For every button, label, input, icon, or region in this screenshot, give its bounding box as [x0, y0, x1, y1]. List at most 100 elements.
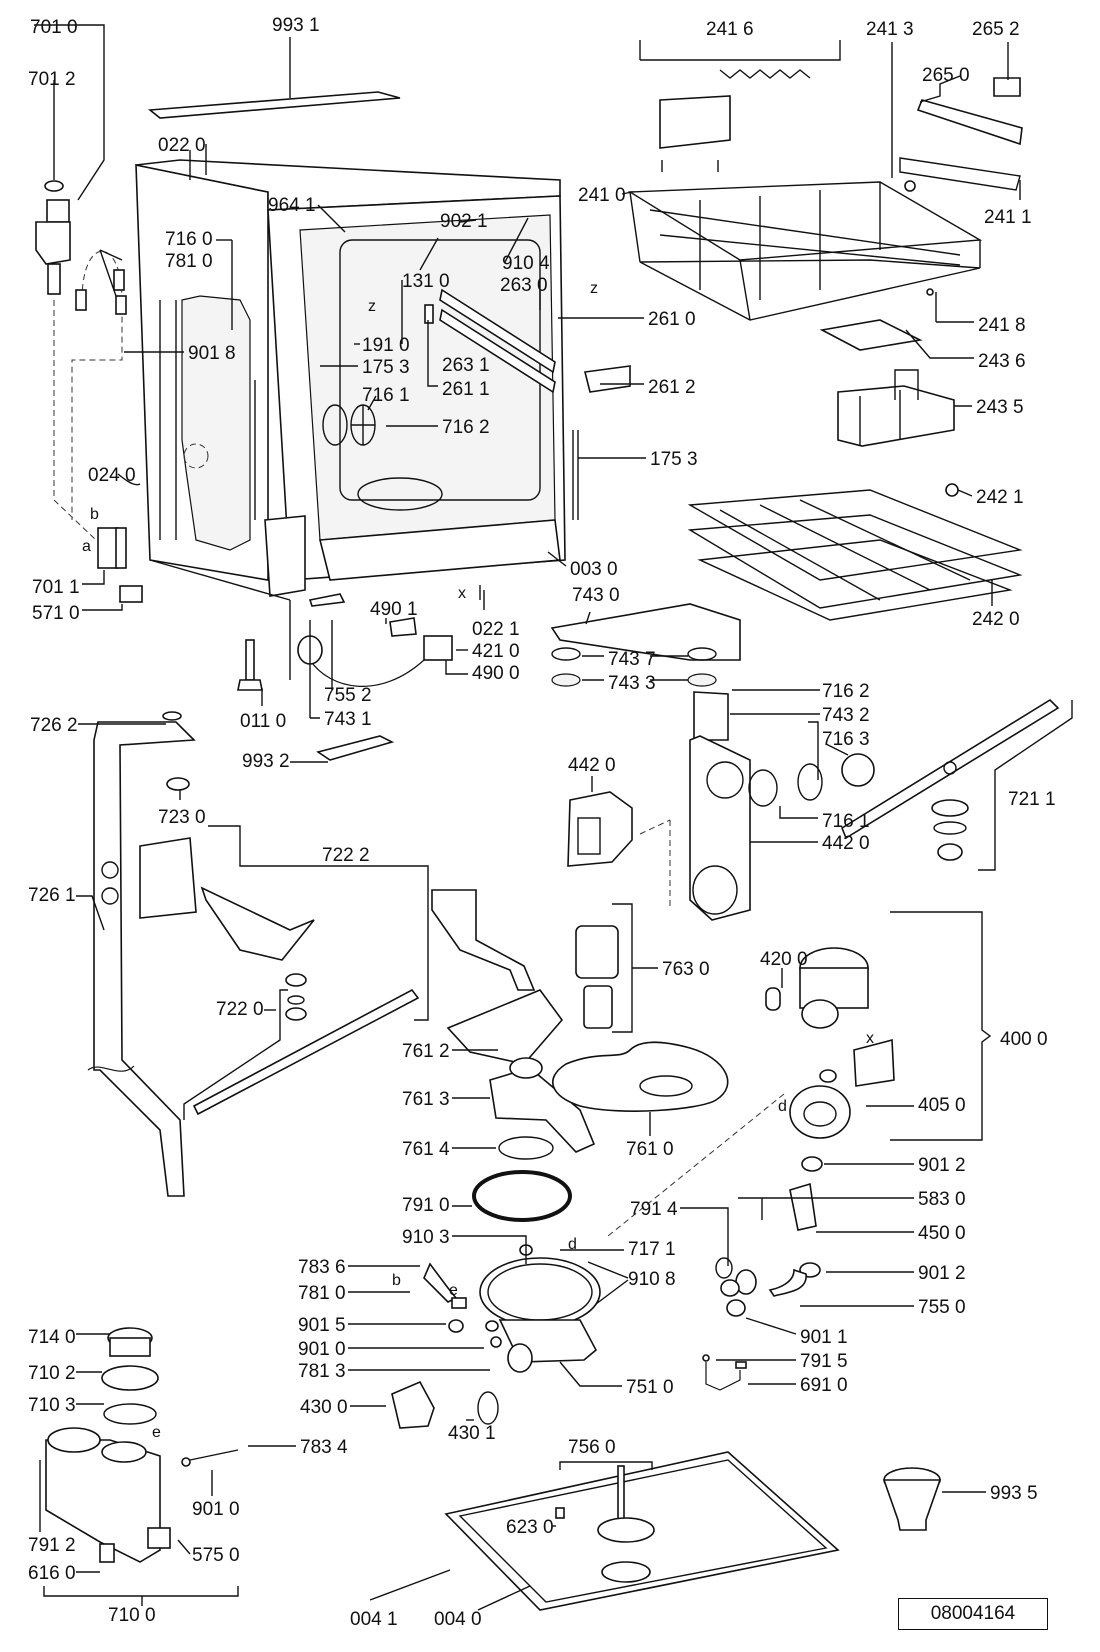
part-label-265-0: 265 0	[922, 65, 970, 86]
part-sump-body	[391, 1244, 601, 1429]
part-label-710-0: 710 0	[108, 1605, 156, 1626]
part-label-243-6: 243 6	[978, 351, 1026, 372]
part-label-490-1: 490 1	[370, 599, 418, 620]
part-label-755-0: 755 0	[918, 1297, 966, 1318]
part-label-901-2: 901 2	[918, 1263, 966, 1284]
part-label-011-0: 011 0	[240, 711, 287, 732]
connection-letter-e1: e	[449, 1282, 458, 1299]
part-label-901-1: 901 1	[800, 1327, 848, 1348]
part-label-761-0: 761 0	[626, 1139, 674, 1160]
part-label-761-2: 761 2	[402, 1041, 450, 1062]
part-label-783-6: 783 6	[298, 1257, 346, 1278]
part-label-241-8: 241 8	[978, 315, 1026, 336]
part-label-993-2: 993 2	[242, 751, 290, 772]
part-label-791-0: 791 0	[402, 1195, 450, 1216]
part-label-716-1: 716 1	[822, 811, 870, 832]
part-label-791-4: 791 4	[630, 1199, 678, 1220]
part-label-241-6: 241 6	[706, 19, 754, 40]
part-label-716-1: 716 1	[362, 385, 410, 406]
part-label-583-0: 583 0	[918, 1189, 966, 1210]
part-label-261-0: 261 0	[648, 309, 696, 330]
part-label-791-2: 791 2	[28, 1535, 76, 1556]
part-label-761-4: 761 4	[402, 1139, 450, 1160]
connection-letter-x2: x	[866, 1030, 874, 1047]
part-label-761-3: 761 3	[402, 1089, 450, 1110]
part-label-442-0: 442 0	[822, 833, 870, 854]
part-label-131-0: 131 0	[402, 271, 450, 292]
part-base-frame	[369, 1451, 840, 1611]
part-label-781-3: 781 3	[298, 1361, 346, 1382]
part-label-420-0: 420 0	[760, 949, 808, 970]
part-label-022-1: 022 1	[472, 619, 520, 640]
connection-letter-x1: x	[458, 585, 466, 602]
part-label-743-1: 743 1	[324, 709, 372, 730]
part-label-964-1: 964 1	[268, 195, 316, 216]
connection-letter-z2: z	[590, 280, 598, 297]
part-label-571-0: 571 0	[32, 603, 80, 624]
part-label-901-2: 901 2	[918, 1155, 966, 1176]
part-label-701-1: 701 1	[32, 577, 80, 598]
connection-letter-e2: e	[152, 1424, 161, 1441]
part-label-575-0: 575 0	[192, 1545, 240, 1566]
part-label-263-0: 263 0	[500, 275, 548, 296]
part-label-175-3: 175 3	[650, 449, 698, 470]
part-label-993-5: 993 5	[990, 1483, 1038, 1504]
part-duct-assembly	[550, 603, 875, 921]
part-label-442-0: 442 0	[568, 755, 616, 776]
reference-number: 08004164	[930, 1603, 1016, 1624]
part-label-691-0: 691 0	[800, 1375, 848, 1396]
part-inlet-hose	[35, 180, 143, 603]
part-label-726-1: 726 1	[28, 885, 76, 906]
part-label-716-2: 716 2	[822, 681, 870, 702]
connection-letter-d2: d	[568, 1236, 577, 1253]
part-label-783-4: 783 4	[300, 1437, 348, 1458]
part-top-cover-strip	[147, 37, 401, 119]
part-label-241-3: 241 3	[866, 19, 914, 40]
part-label-004-0: 004 0	[434, 1609, 482, 1630]
part-label-901-0: 901 0	[298, 1339, 346, 1360]
part-heater	[567, 791, 633, 867]
part-label-902-1: 902 1	[440, 211, 488, 232]
part-filter-system	[431, 889, 729, 1222]
part-label-901-0: 901 0	[192, 1499, 240, 1520]
connection-letter-d1: d	[778, 1098, 787, 1115]
part-label-242-0: 242 0	[972, 609, 1020, 630]
part-label-405-0: 405 0	[918, 1095, 966, 1116]
part-label-910-4: 910 4	[502, 253, 550, 274]
part-label-265-2: 265 2	[972, 19, 1020, 40]
part-label-241-0: 241 0	[578, 185, 626, 206]
part-label-716-2: 716 2	[442, 417, 490, 438]
part-label-241-1: 241 1	[984, 207, 1032, 228]
part-label-716-0: 716 0	[165, 229, 213, 250]
part-label-261-2: 261 2	[648, 377, 696, 398]
reference-number-box: 08004164	[898, 1598, 1048, 1630]
part-riser-pipe	[87, 711, 196, 1197]
part-label-430-1: 430 1	[448, 1423, 496, 1444]
part-label-450-0: 450 0	[918, 1223, 966, 1244]
connection-letter-b1: b	[90, 506, 99, 523]
part-label-726-2: 726 2	[30, 715, 78, 736]
part-label-701-2: 701 2	[28, 69, 76, 90]
part-label-763-0: 763 0	[662, 959, 710, 980]
part-label-710-2: 710 2	[28, 1363, 76, 1384]
part-label-781-0: 781 0	[298, 1283, 346, 1304]
part-lower-spray-arm	[139, 825, 429, 1120]
part-funnel	[882, 1467, 942, 1531]
part-label-910-8: 910 8	[628, 1269, 676, 1290]
part-label-243-5: 243 5	[976, 397, 1024, 418]
part-label-751-0: 751 0	[626, 1377, 674, 1398]
part-label-722-2: 722 2	[322, 845, 370, 866]
part-label-993-1: 993 1	[272, 15, 320, 36]
part-label-430-0: 430 0	[300, 1397, 348, 1418]
part-label-710-3: 710 3	[28, 1395, 76, 1416]
part-label-623-0: 623 0	[506, 1517, 554, 1538]
part-upper-spray-arm	[841, 698, 1073, 871]
part-label-743-3: 743 3	[608, 673, 656, 694]
part-label-175-3: 175 3	[362, 357, 410, 378]
part-label-722-0: 722 0	[216, 999, 264, 1020]
part-label-755-2: 755 2	[324, 685, 372, 706]
part-label-022-0: 022 0	[158, 135, 206, 156]
part-label-781-0: 781 0	[165, 251, 213, 272]
